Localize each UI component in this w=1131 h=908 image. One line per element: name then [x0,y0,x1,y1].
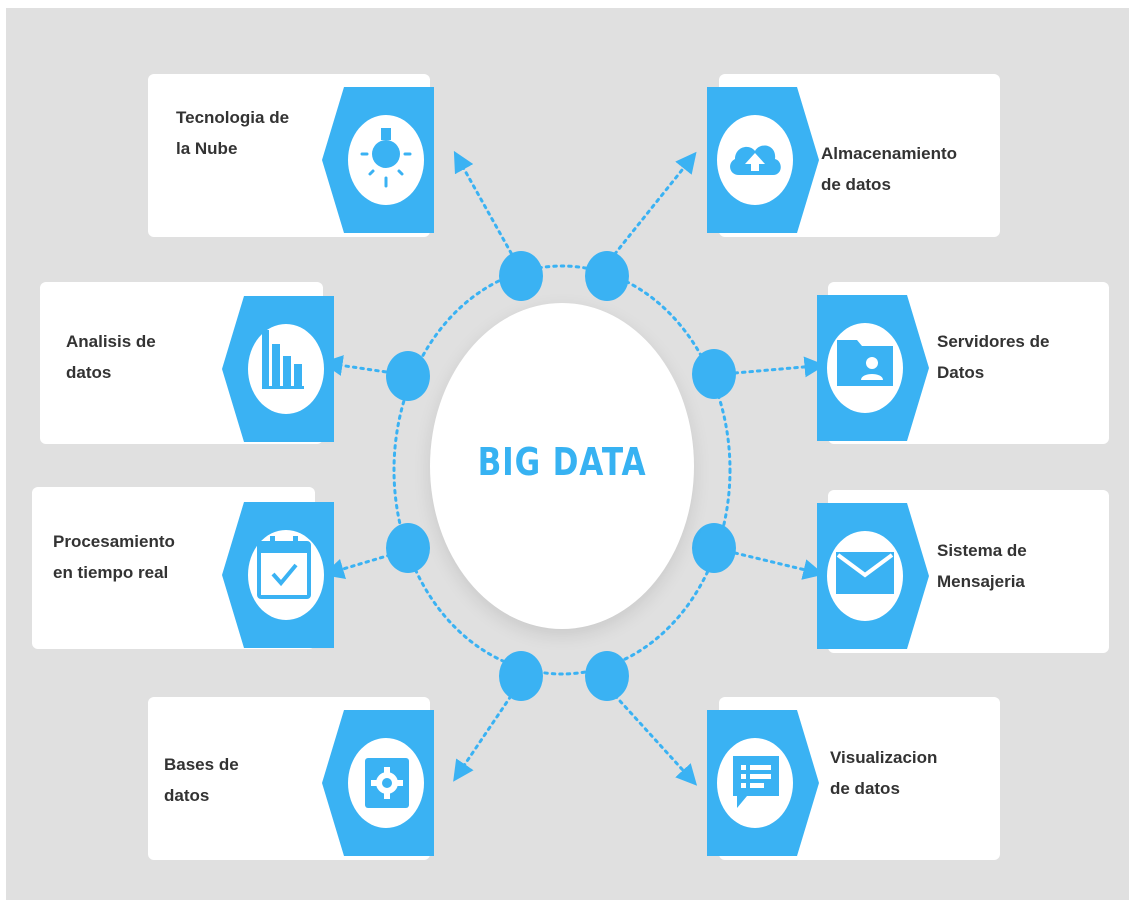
envelope-icon [836,552,894,594]
label-messaging: Sistema de Mensajeria [937,535,1097,597]
label-visualization-line-2: de datos [830,779,900,798]
dotted-ring [392,264,732,676]
label-servers-line-1: Servidores de [937,332,1050,351]
label-storage-line-2: de datos [821,175,891,194]
connector-cloud [453,150,517,262]
label-messaging-line-2: Mensajeria [937,572,1025,591]
connector-databases [453,688,517,782]
center-circle [430,303,694,629]
connector-messaging [733,551,825,580]
label-analysis-line-2: datos [66,363,112,382]
connector-analysis [321,355,395,376]
chat-list-icon [733,756,779,808]
label-databases-line-1: Bases de [164,755,239,774]
connector-storage [608,151,697,262]
connector-servers [733,356,826,378]
label-cloud-line-1: Tecnologia de la Nube [176,102,336,164]
label-messaging-line-1: Sistema de [937,541,1027,560]
label-realtime-line-1: Procesamiento [53,532,175,551]
ring-node-lower-left [386,523,430,573]
label-analysis-line-1: Analisis de [66,332,156,351]
ring-node-bottom-left [499,651,543,701]
label-analysis-text: Analisis de datos [66,326,226,388]
label-analysis: Analisis de datos [66,326,226,388]
bar-chart-icon [262,330,304,389]
label-servers-text: Servidores de Datos [937,326,1097,388]
label-cloud-line-1: Tecnologia de [176,108,290,127]
label-realtime: Procesamiento en tiempo real [53,526,213,588]
label-visualization-line-1: Visualizacion [830,748,938,767]
calendar-check-icon [257,536,311,599]
connector-visualization [608,688,698,786]
label-databases-text: Bases de datos [164,749,324,811]
ring-node-top-right [585,251,629,301]
cloud-upload-icon [730,145,781,175]
ring-node-upper-left [386,351,430,401]
ring-node-upper-right [692,349,736,399]
label-cloud-line-2: la Nube [176,139,238,158]
label-visualization: Visualizacion de datos [830,742,990,804]
label-databases: Bases de datos [164,749,324,811]
connector-realtime [322,553,392,580]
ring-node-top-left [499,251,543,301]
gear-icon [365,758,409,808]
label-realtime-text: Procesamiento en tiempo real [53,526,213,588]
label-storage-line-1: Almacenamiento [821,144,958,163]
center-title: BIG DATA [477,440,647,484]
label-servers: Servidores de Datos [937,326,1097,388]
label-visualization-text: Visualizacion de datos [830,742,990,804]
label-messaging-text: Sistema de Mensajeria [937,535,1097,597]
label-servers-line-2: Datos [937,363,985,382]
label-storage-text: Almacenamiento de datos [821,138,981,200]
user-folder-icon [837,340,893,386]
label-databases-line-2: datos [164,786,210,805]
ring-node-bottom-right [585,651,629,701]
label-storage: Almacenamiento de datos [821,138,981,200]
label-realtime-line-2: en tiempo real [53,563,169,582]
ring-node-lower-right [692,523,736,573]
lightbulb-icon [360,128,412,188]
label-cloud: Tecnologia de la Nube [176,102,336,164]
